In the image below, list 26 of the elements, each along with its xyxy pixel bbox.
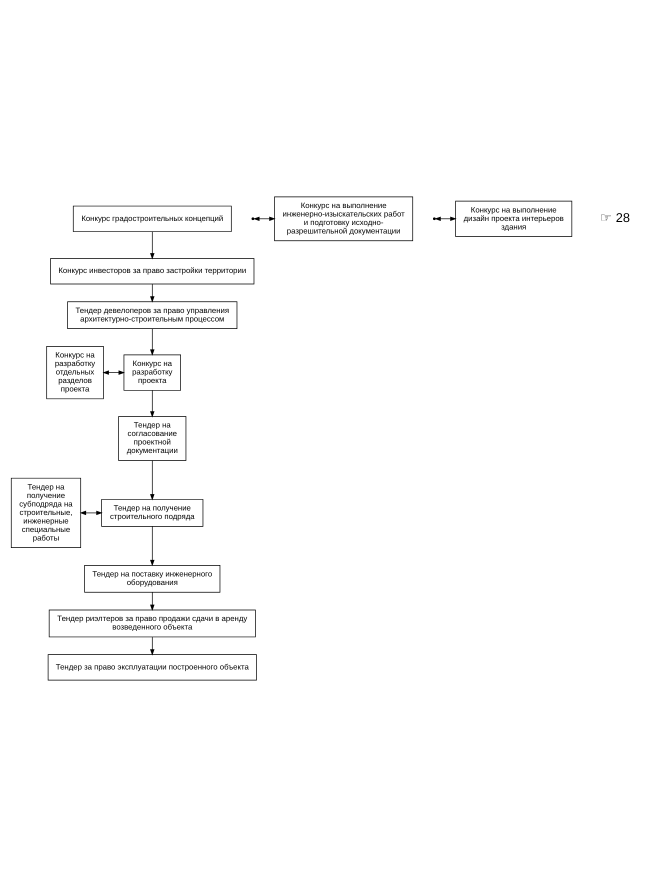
node-box: Тендер риэлтеров за право продажи сдачи в аренду возведенного объекта [48,609,256,637]
arrow [102,370,125,374]
node-box: Тендер на согласование проектной документации [118,416,186,460]
arrow [253,216,276,221]
arrow [150,328,155,356]
arrow [150,283,155,302]
node-box: Тендер на поставку инженерного оборудования [84,564,220,592]
node-box: Конкурс на выполнение инженерно-изыскательских работ и подготовку исходно-разрешительной документации [274,196,414,241]
node-box: Конкурс на разработку проекта [124,354,181,390]
arrow [150,230,155,259]
arrow [150,460,155,500]
arrow [150,390,155,418]
node-box: Конкурс градостроительных концепций [72,205,232,232]
node-box: Тендер на получение субподряда на строительные, инженерные специальные работы [10,477,82,548]
node-box: Тендер на получение строительного подряда [101,498,204,526]
label: ☞ 28 [600,209,630,224]
arrow [150,526,155,566]
arrow [150,636,155,656]
node-box: Конкурс на выполнение дизайн проекта интерьеров здания [455,200,572,236]
arrow [434,216,457,221]
node-box: Тендер за право эксплуатации построенного объекта [48,654,257,680]
node-box: Конкурс на разработку отдельных разделов проекта [46,346,104,399]
arrow [80,510,103,515]
arrow [150,592,155,610]
node-box: Конкурс инвесторов за право застройки территории [50,258,254,284]
node-box: Тендер девелоперов за право управления архитектурно-строительным процессом [67,300,238,328]
